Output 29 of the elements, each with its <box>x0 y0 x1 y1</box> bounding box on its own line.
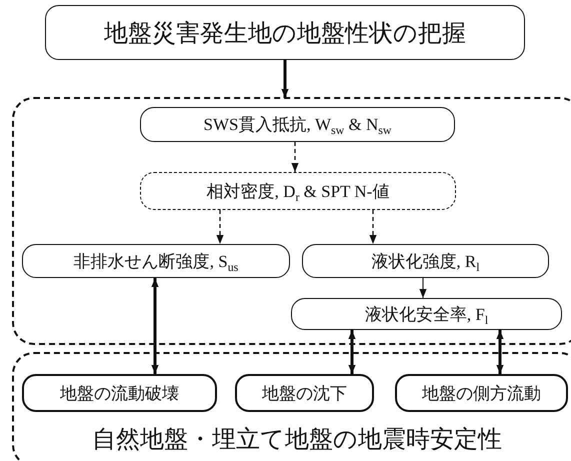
dashed-group-frame <box>12 352 571 461</box>
arrow <box>291 142 299 172</box>
box-label: 液状化安全率, F$_{l}$ <box>364 304 488 326</box>
process-box <box>22 244 290 278</box>
box-label: 液状化強度, R$_{l}$ <box>371 250 480 272</box>
double-arrow <box>348 330 356 374</box>
outcome-box <box>22 374 217 412</box>
box-label: 地盤の沈下 <box>262 382 347 404</box>
arrow <box>216 210 224 244</box>
arrow <box>369 210 377 244</box>
process-box <box>140 107 455 142</box>
double-arrow <box>496 330 504 374</box>
outcome-box <box>395 374 568 412</box>
box-label: 地盤災害発生地の地盤性状の把握 <box>104 20 466 48</box>
dashed-process-box <box>140 172 456 210</box>
group-heading: 自然地盤・埋立て地盤の地震時安定性 <box>92 426 502 455</box>
double-arrow <box>151 278 159 374</box>
process-box <box>45 5 525 60</box>
arrow <box>419 278 427 298</box>
box-label: 相対密度, D$_{r}$ & SPT N-値 <box>206 180 390 202</box>
process-box <box>291 298 562 330</box>
process-box <box>302 244 549 278</box>
dashed-group-frame <box>12 97 571 345</box>
box-label: SWS貫入抵抗, W$_{sw}$ & N$_{sw}$ <box>204 114 392 136</box>
box-label: 地盤の側方流動 <box>422 382 541 404</box>
box-label: 非排水せん断強度, S$_{us}$ <box>74 250 238 272</box>
arrow <box>281 60 289 98</box>
box-label: 地盤の流動破壊 <box>60 382 179 404</box>
outcome-box <box>235 374 374 412</box>
